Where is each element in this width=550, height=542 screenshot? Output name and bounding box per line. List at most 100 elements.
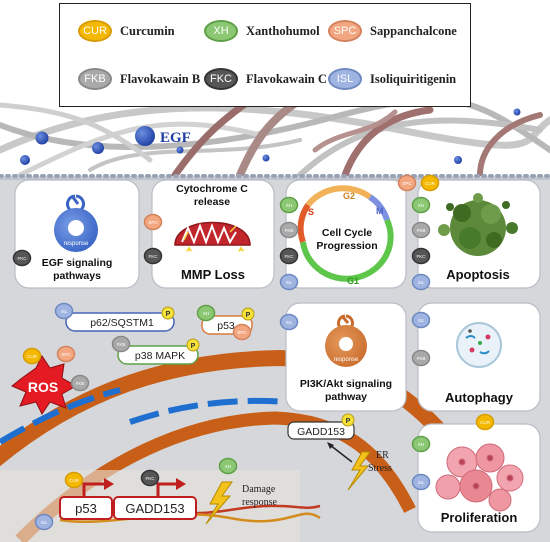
- compound-badge-label: FKB: [76, 381, 85, 386]
- compound-badge-fkc: FKC: [279, 247, 299, 265]
- compound-badge-isl: ISL: [411, 273, 431, 291]
- er-arrow: [329, 444, 353, 463]
- compound-badge-cur: CUR: [475, 413, 495, 431]
- compound-badge-label: CUR: [425, 181, 435, 186]
- sappanchalcone-badge-icon: SPC: [328, 20, 362, 42]
- proliferating-cells-icon: [435, 443, 524, 512]
- compound-badge-isl: ISL: [411, 473, 431, 491]
- egf-pathway-label-2: pathways: [53, 270, 101, 282]
- gadd153-er-label: GADD153: [297, 426, 345, 438]
- compound-badge-label: ISL: [286, 280, 293, 285]
- autophagy-label: Autophagy: [445, 390, 514, 405]
- damage-label-2: response: [242, 497, 278, 508]
- legend-item-isoliquiritigenin: ISL Isoliquiritigenin: [328, 68, 456, 90]
- compound-badge-label: XH: [418, 442, 424, 447]
- curcumin-badge-icon: CUR: [78, 20, 112, 42]
- compound-badge-circle: [56, 345, 76, 363]
- pi3k-label-2: pathway: [325, 391, 367, 403]
- compound-badge-fkc: FKC: [143, 247, 163, 265]
- compound-badge-label: SPC: [148, 220, 158, 225]
- compound-badge-label: ISL: [418, 480, 425, 485]
- compound-badge-circle: [232, 323, 252, 341]
- compound-badge-fkb: FKB: [279, 221, 299, 239]
- compound-badge-label: ISL: [418, 280, 425, 285]
- ros-burst: [11, 355, 78, 415]
- compound-badge-label: ISL: [286, 320, 293, 325]
- compound-badge-label: CUR: [69, 478, 79, 483]
- damage-label-1: Damage: [242, 484, 276, 495]
- compound-badge-circle: [279, 247, 299, 265]
- mmp-loss-label: MMP Loss: [181, 267, 245, 282]
- compound-badge-fkb: FKB: [70, 374, 90, 392]
- compound-badge-label: XH: [286, 203, 292, 208]
- compound-badge-label: XH: [418, 203, 424, 208]
- compound-badge-label: SPC: [237, 330, 247, 335]
- isoliquiritigenin-badge-icon: ISL: [328, 68, 362, 90]
- flavokawain-c-badge-icon: FKC: [204, 68, 238, 90]
- p62-label: p62/SQSTM1: [90, 317, 154, 329]
- compound-badges: FKC SPC FKC XH FKB FKC ISL SPC CUR XH FKB FKC ISL ISL…: [12, 174, 495, 531]
- compound-badge-label: FKB: [417, 356, 426, 361]
- egf-signaling-icon: response: [54, 194, 98, 252]
- compound-badge-cur: CUR: [22, 347, 42, 365]
- response-label-2: response: [334, 357, 359, 363]
- legend-item-sappanchalcone: SPC Sappanchalcone: [328, 20, 457, 42]
- cell-cycle-label-2: Progression: [316, 240, 377, 252]
- gadd153-promoter-arrow: [156, 482, 176, 497]
- compound-badge-fkb: FKB: [111, 335, 131, 353]
- compound-badge-label: FKC: [146, 476, 156, 481]
- apoptotic-cell-icon: [438, 193, 518, 256]
- compound-badge-isl: ISL: [279, 313, 299, 331]
- compound-badge-label: ISL: [418, 318, 425, 323]
- compound-badge-isl: ISL: [34, 513, 54, 531]
- egf-label: EGF: [160, 130, 191, 146]
- ros-label: ROS: [28, 379, 58, 395]
- compound-badge-label: FKB: [285, 228, 294, 233]
- gadd153-gene-label: GADD153: [125, 501, 184, 516]
- compound-badge-xh: XH: [411, 196, 431, 214]
- compound-badge-label: FKC: [18, 256, 28, 261]
- p53-gene-label: p53: [75, 501, 97, 516]
- phase-s: S: [308, 207, 314, 217]
- p53-label: p53: [217, 320, 235, 332]
- compound-badge-label: FKB: [417, 228, 426, 233]
- compound-badge-spc: SPC: [143, 213, 163, 231]
- compound-badge-label: FKB: [117, 342, 126, 347]
- compound-badge-label: CUR: [27, 354, 37, 359]
- phase-m: M: [376, 206, 384, 216]
- er-stress-label-2: Stress: [368, 463, 392, 474]
- p53-phospho: P: [246, 312, 251, 319]
- phase-g1: G1: [347, 276, 359, 286]
- p53-promoter-arrow: [82, 482, 104, 497]
- compound-badge-isl: ISL: [54, 302, 74, 320]
- extracellular-fibers: [0, 86, 550, 179]
- cytochrome-label-2: release: [194, 196, 230, 208]
- compound-badge-xh: XH: [196, 304, 216, 322]
- compound-badge-circle: [54, 302, 74, 320]
- compound-badge-spc: SPC: [56, 345, 76, 363]
- p62-pill: p62/SQSTM1 P: [65, 306, 175, 332]
- compound-badge-circle: [12, 249, 32, 267]
- compound-badge-label: XH: [225, 464, 231, 469]
- compound-badge-circle: [140, 469, 160, 487]
- cell-cycle-label-1: Cell Cycle: [322, 227, 372, 239]
- flavokawain-b-badge-icon: FKB: [78, 68, 112, 90]
- response-label: response: [64, 241, 89, 247]
- compound-badge-fkc: FKC: [12, 249, 32, 267]
- compound-badge-xh: XH: [279, 196, 299, 214]
- compound-badge-label: ISL: [61, 309, 68, 314]
- compound-badge-circle: [279, 273, 299, 291]
- compound-badge-circle: [143, 213, 163, 231]
- legend-box: CUR Curcumin XH Xanthohumol SPC Sappanch…: [59, 3, 471, 107]
- compound-badge-spc: SPC: [232, 323, 252, 341]
- damage-bolt: [205, 481, 233, 525]
- compound-badge-cur: CUR: [420, 174, 440, 192]
- compound-badge-label: FKC: [417, 254, 427, 259]
- compound-badge-circle: [411, 349, 431, 367]
- compound-badge-label: SPC: [402, 181, 412, 186]
- compound-badge-label: FKC: [285, 254, 295, 259]
- compound-badge-label: CUR: [480, 420, 490, 425]
- egf-pathway-label-1: EGF signaling: [42, 257, 113, 269]
